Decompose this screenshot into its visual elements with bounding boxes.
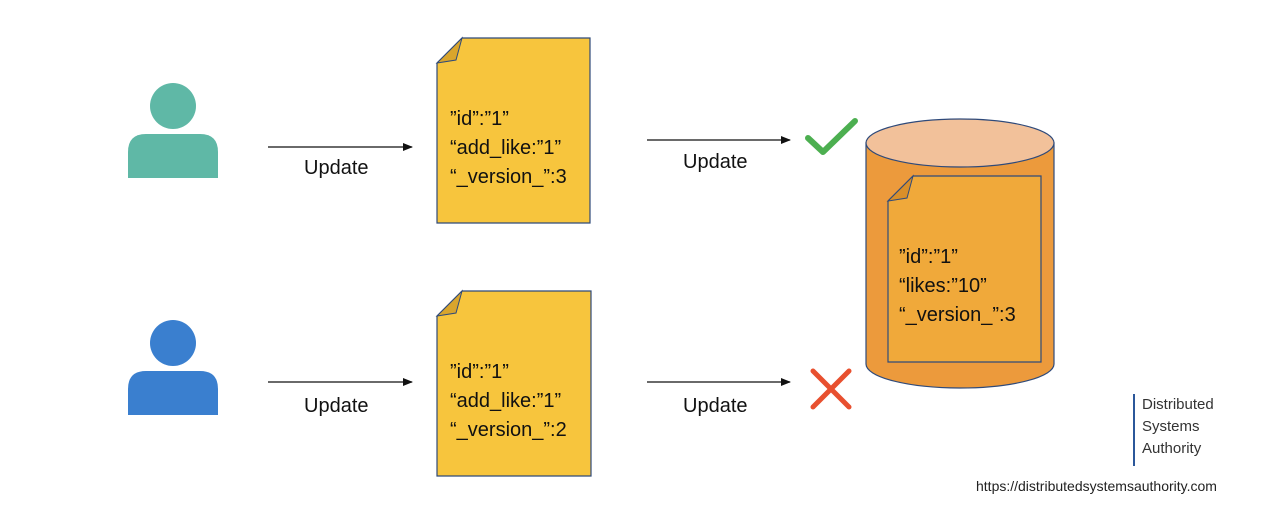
document-top [435, 36, 591, 224]
document-bottom [435, 289, 592, 477]
document-field: “likes:”10” [899, 275, 987, 297]
source-url: https://distributedsystemsauthority.com [976, 478, 1217, 494]
brand-line: Distributed [1142, 396, 1214, 413]
document-field: “_version_”:3 [899, 304, 1016, 326]
brand-logo: Distributed Systems Authority [1133, 394, 1214, 466]
arrow-label-update: Update [304, 395, 369, 417]
document-bottom-content: ”id”:”1” “add_like:”1” “_version_”:2 [450, 358, 567, 445]
database-document-content: ”id”:”1” “likes:”10” “_version_”:3 [899, 243, 1016, 330]
brand-line: Authority [1142, 440, 1202, 457]
document-field: “_version_”:3 [450, 166, 567, 188]
document-field: “add_like:”1” [450, 390, 562, 412]
arrow-label-update: Update [304, 157, 369, 179]
document-field: “_version_”:2 [450, 419, 567, 441]
brand-line: Systems [1142, 418, 1200, 435]
arrow-label-update: Update [683, 395, 748, 417]
document-field: ”id”:”1” [450, 361, 509, 383]
database-document [886, 174, 1042, 363]
user-icon-top [128, 83, 218, 178]
document-field: “add_like:”1” [450, 137, 562, 159]
document-top-content: ”id”:”1” “add_like:”1” “_version_”:3 [450, 105, 567, 192]
document-field: ”id”:”1” [899, 246, 958, 268]
arrow-label-update: Update [683, 151, 748, 173]
checkmark-icon [805, 118, 858, 155]
user-icon-bottom [128, 320, 218, 415]
cross-icon [810, 368, 852, 410]
document-field: ”id”:”1” [450, 108, 509, 130]
